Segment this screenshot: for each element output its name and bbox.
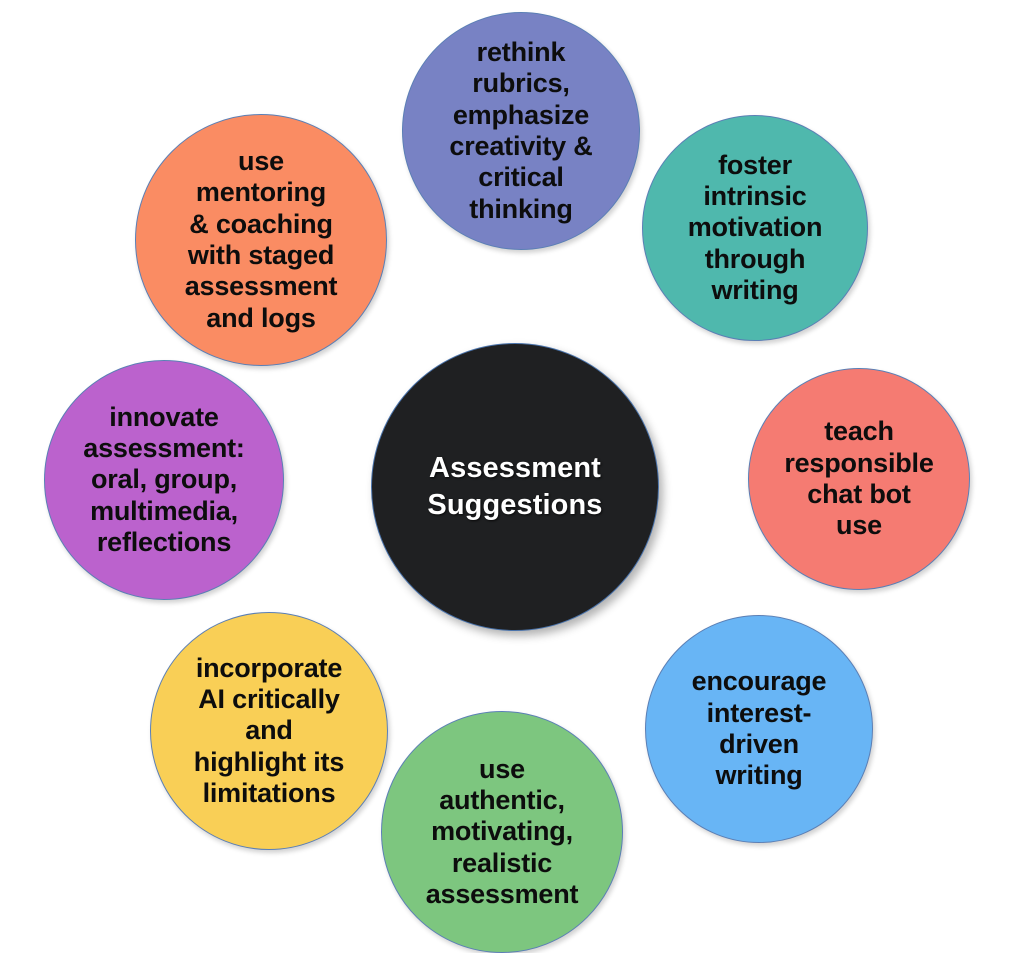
diagram-node-teach-responsible-chat-bot-use[interactable]: teach responsible chat bot use <box>748 368 970 590</box>
diagram-center-label: Assessment Suggestions <box>427 451 603 521</box>
diagram-node-encourage-interest-driven-writing[interactable]: encourage interest- driven writing <box>645 615 873 843</box>
diagram-node-label: rethink rubrics, emphasize creativity & … <box>449 37 593 224</box>
diagram-node-label: encourage interest- driven writing <box>691 666 827 791</box>
diagram-center-node[interactable]: Assessment Suggestions <box>371 343 659 631</box>
diagram-node-label: use mentoring & coaching with staged ass… <box>184 146 338 333</box>
diagram-node-foster-intrinsic-motivation[interactable]: foster intrinsic motivation through writ… <box>642 115 868 341</box>
diagram-node-innovate-assessment[interactable]: innovate assessment: oral, group, multim… <box>44 360 284 600</box>
diagram-node-use-mentoring-coaching[interactable]: use mentoring & coaching with staged ass… <box>135 114 387 366</box>
diagram-node-incorporate-ai-critically[interactable]: incorporate AI critically and highlight … <box>150 612 388 850</box>
diagram-node-label: teach responsible chat bot use <box>784 416 934 541</box>
diagram-node-rethink-rubrics[interactable]: rethink rubrics, emphasize creativity & … <box>402 12 640 250</box>
diagram-node-label: innovate assessment: oral, group, multim… <box>83 401 245 557</box>
diagram-node-label: foster intrinsic motivation through writ… <box>687 149 823 305</box>
diagram-node-label: incorporate AI critically and highlight … <box>193 652 345 808</box>
diagram-node-use-authentic-assessment[interactable]: use authentic, motivating, realistic ass… <box>381 711 623 953</box>
diagram-node-label: use authentic, motivating, realistic ass… <box>425 753 579 909</box>
